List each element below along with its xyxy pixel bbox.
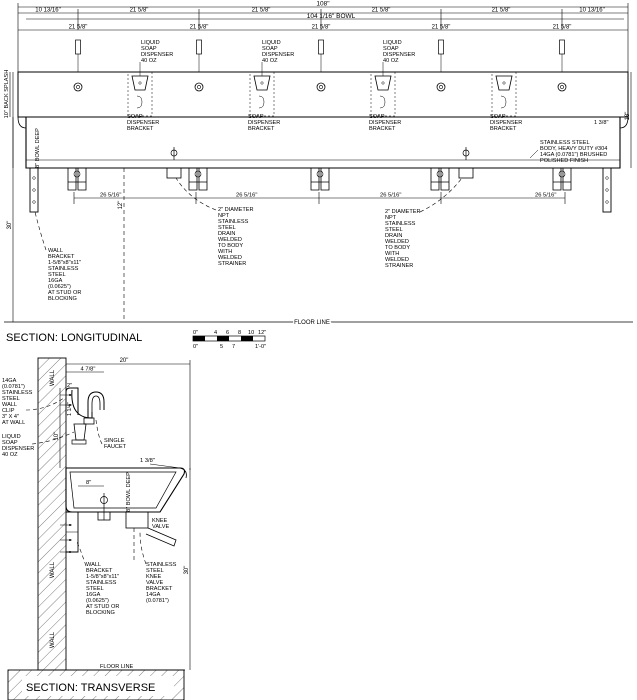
faucet-hole-icons [73, 82, 567, 92]
svg-text:18": 18" [625, 112, 631, 121]
dim-end-right: 10 13/16" [579, 8, 605, 14]
dim-spacing-5: 21 5/8" [69, 25, 88, 31]
svg-text:1 3/8": 1 3/8" [594, 120, 608, 126]
dim-bowl: 104 1/16" BOWL [307, 13, 356, 20]
faucet-icon [87, 391, 105, 418]
svg-text:7: 7 [232, 344, 235, 350]
dim-spacing-8: 21 5/8" [432, 25, 451, 31]
svg-text:10" BACK SPLASH: 10" BACK SPLASH [4, 70, 10, 119]
soap-dispenser-icon [73, 423, 87, 441]
svg-text:30": 30" [184, 566, 190, 575]
svg-text:20": 20" [120, 358, 129, 364]
dim-spacing-3: 21 5/8" [372, 8, 391, 14]
wall-anchor-ticks [60, 394, 72, 553]
faucet-stems [75, 39, 565, 72]
wall-bracket-legs [29, 167, 612, 213]
svg-text:10": 10" [54, 432, 60, 441]
svg-text:6: 6 [226, 330, 229, 336]
svg-text:12": 12" [258, 330, 266, 336]
knee-valve-icon [125, 511, 149, 529]
longitudinal-bottom-dims: 26 5/16" 26 5/16" 26 5/16" 26 5/16" [73, 192, 566, 204]
svg-text:4 7/8": 4 7/8" [81, 367, 96, 373]
transverse-dims: 20" 4 7/8" 2" 1 1/4" 10" 1 3/8" 8" 8" BO… [54, 358, 191, 670]
dim-spacing-4: 21 5/8" [492, 8, 511, 14]
drain-centerline-icons [170, 147, 470, 160]
svg-text:FLOOR LINE: FLOOR LINE [100, 664, 134, 670]
svg-text:5: 5 [220, 344, 223, 350]
knee-valve-icons [67, 167, 572, 191]
longitudinal-vertical-dims: 10" BACK SPLASH 8" BOWL DEEP 30" 12" 18"… [4, 70, 632, 322]
transverse-view: WALL WALL WALL FLOOR LINE [2, 357, 191, 700]
svg-text:8": 8" [86, 480, 91, 486]
svg-text:WALL: WALL [50, 369, 56, 386]
svg-text:0": 0" [193, 344, 198, 350]
svg-text:26 5/16": 26 5/16" [535, 193, 556, 199]
svg-text:26 5/16": 26 5/16" [100, 193, 121, 199]
section-title-transverse: SECTION: TRANSVERSE [26, 682, 155, 694]
svg-text:1 3/8": 1 3/8" [140, 458, 155, 464]
svg-text:12": 12" [118, 201, 124, 210]
dim-spacing-7: 21 5/8" [312, 25, 331, 31]
svg-text:WALL: WALL [50, 561, 56, 578]
dim-end-left: 10 13/16" [35, 8, 61, 14]
dim-spacing-1: 21 5/8" [130, 8, 149, 14]
scale-bar: 0" 4 6 8 10 12" 0" 5 7 1'-0" [192, 330, 266, 350]
svg-text:1 1/4": 1 1/4" [67, 402, 73, 416]
section-title-longitudinal: SECTION: LONGITUDINAL [6, 332, 142, 344]
svg-text:8" BOWL DEEP: 8" BOWL DEEP [35, 128, 41, 168]
dim-spacing-6: 21 5/8" [190, 25, 209, 31]
dim-spacing-9: 21 5/8" [553, 25, 572, 31]
svg-text:26 5/16": 26 5/16" [236, 193, 257, 199]
svg-text:8: 8 [238, 330, 241, 336]
dim-spacing-2: 21 5/8" [252, 8, 271, 14]
soap-dispenser-icons [127, 71, 517, 117]
svg-text:10: 10 [248, 330, 254, 336]
svg-text:1'-0": 1'-0" [255, 344, 266, 350]
svg-text:0": 0" [193, 330, 198, 336]
svg-text:26 5/16": 26 5/16" [380, 193, 401, 199]
floor-line-label-long: FLOOR LINE [294, 320, 330, 326]
dim-overall: 108" [316, 1, 330, 8]
svg-text:2": 2" [67, 383, 72, 389]
top-dimension-group: 108" 10 13/16" 10 13/16" 21 5/8" 21 5/8"… [17, 1, 629, 72]
svg-text:4: 4 [214, 330, 217, 336]
svg-text:WALL: WALL [50, 631, 56, 648]
svg-text:8" BOWL DEEP: 8" BOWL DEEP [126, 472, 132, 512]
svg-text:30": 30" [7, 221, 13, 230]
